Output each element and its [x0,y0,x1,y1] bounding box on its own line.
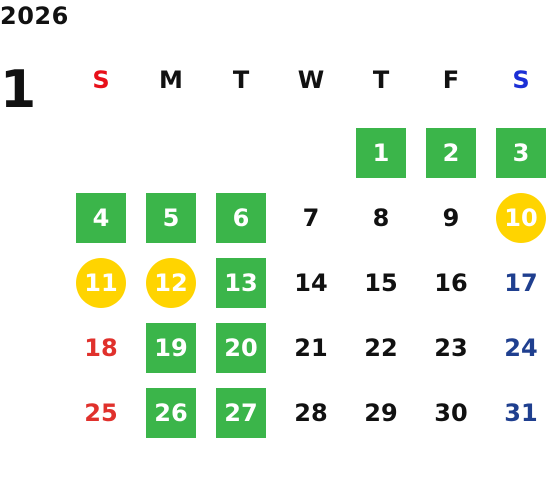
day-cell[interactable]: 21 [276,315,346,380]
weekday-saturday: S [512,66,530,94]
day-number-13: 13 [216,257,266,308]
day-cell[interactable]: 10 [486,185,548,250]
day-cell[interactable]: 5 [136,185,206,250]
day-cell[interactable]: 20 [206,315,276,380]
day-number-7: 7 [302,203,320,232]
day-number-11: 11 [76,257,126,308]
day-number-5: 5 [146,192,196,243]
day-cell[interactable]: 6 [206,185,276,250]
day-cell[interactable]: 22 [346,315,416,380]
day-cell[interactable]: 13 [206,250,276,315]
day-cell[interactable]: 23 [416,315,486,380]
weekday-header: S M T W T F S [66,62,548,98]
empty-day-cell [136,120,206,185]
day-number-16: 16 [434,268,468,297]
day-number-15: 15 [364,268,398,297]
day-number-31: 31 [504,398,538,427]
day-cell[interactable]: 30 [416,380,486,445]
day-cell[interactable]: 29 [346,380,416,445]
day-cell[interactable]: 27 [206,380,276,445]
empty-day-cell [66,120,136,185]
day-number-6: 6 [216,192,266,243]
day-cell[interactable]: 11 [66,250,136,315]
day-cell[interactable]: 14 [276,250,346,315]
day-cell[interactable]: 2 [416,120,486,185]
calendar-year: 2026 [0,2,69,30]
day-number-1: 1 [356,127,406,178]
weekday-wednesday: W [297,66,325,94]
day-number-27: 27 [216,387,266,438]
day-cell[interactable]: 1 [346,120,416,185]
weekday-sunday: S [92,66,110,94]
day-number-12: 12 [146,257,196,308]
day-number-4: 4 [76,192,126,243]
weekday-thursday: T [372,66,390,94]
day-number-26: 26 [146,387,196,438]
day-cell[interactable]: 28 [276,380,346,445]
day-number-14: 14 [294,268,328,297]
day-number-9: 9 [442,203,460,232]
empty-day-cell [206,120,276,185]
calendar-month: 1 [0,60,37,120]
day-cell[interactable]: 24 [486,315,548,380]
day-number-19: 19 [146,322,196,373]
day-number-8: 8 [372,203,390,232]
day-number-3: 3 [496,127,546,178]
day-cell[interactable]: 17 [486,250,548,315]
day-cell[interactable]: 12 [136,250,206,315]
day-number-22: 22 [364,333,398,362]
day-cell[interactable]: 9 [416,185,486,250]
day-number-30: 30 [434,398,468,427]
day-number-17: 17 [504,268,538,297]
day-number-28: 28 [294,398,328,427]
day-cell[interactable]: 8 [346,185,416,250]
day-cell[interactable]: 25 [66,380,136,445]
day-number-23: 23 [434,333,468,362]
day-number-2: 2 [426,127,476,178]
day-number-10: 10 [496,192,546,243]
day-number-24: 24 [504,333,538,362]
weekday-tuesday: T [232,66,250,94]
day-number-29: 29 [364,398,398,427]
weekday-monday: M [159,66,183,94]
day-number-21: 21 [294,333,328,362]
weekday-friday: F [442,66,460,94]
day-cell[interactable]: 7 [276,185,346,250]
day-cell[interactable]: 18 [66,315,136,380]
day-number-20: 20 [216,322,266,373]
day-cell[interactable]: 16 [416,250,486,315]
day-cell[interactable]: 31 [486,380,548,445]
day-number-25: 25 [84,398,118,427]
day-cell[interactable]: 19 [136,315,206,380]
day-cell[interactable]: 4 [66,185,136,250]
day-cell[interactable]: 26 [136,380,206,445]
day-cell[interactable]: 3 [486,120,548,185]
day-number-18: 18 [84,333,118,362]
empty-day-cell [276,120,346,185]
day-cell[interactable]: 15 [346,250,416,315]
